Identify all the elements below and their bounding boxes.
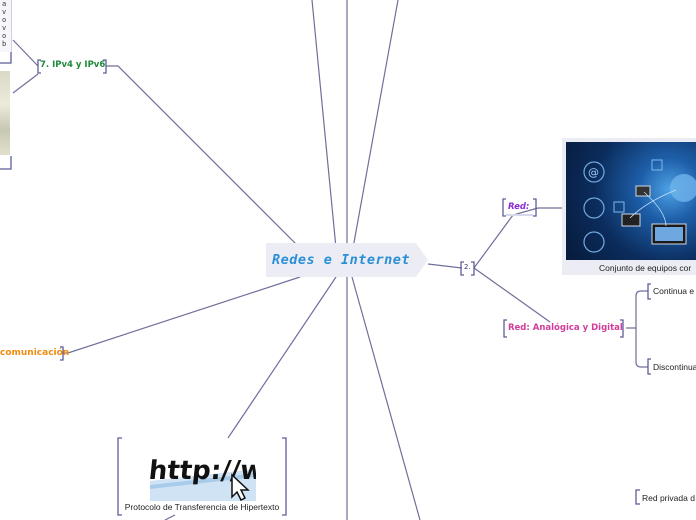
central-topic-shape xyxy=(266,243,428,277)
red-node[interactable]: Red: xyxy=(508,202,530,212)
http-caption: Protocolo de Transferencia de Hipertexto xyxy=(124,502,280,512)
http-image: http://www xyxy=(150,441,256,501)
network-illustration: @ xyxy=(583,159,696,253)
analog-digital-node[interactable]: Red: Analógica y Digital xyxy=(508,323,623,333)
svg-text:@: @ xyxy=(588,166,599,179)
http-illustration: http://www xyxy=(150,456,256,501)
http-image-card[interactable]: http://www Protocolo de Transferencia de… xyxy=(120,438,284,516)
ipv-node[interactable]: 7. IPv4 y IPv6 xyxy=(40,60,106,70)
discontinua-node[interactable]: Discontinua xyxy=(653,362,696,372)
left-edge-photo-image xyxy=(0,71,10,155)
central-topic[interactable]: Redes e Internet xyxy=(266,243,428,277)
red-image-caption: Conjunto de equipos cor xyxy=(599,263,692,273)
left-edge-text-image: a v o v o b xyxy=(0,0,12,52)
number-badge[interactable]: 2. xyxy=(464,263,471,271)
left-edge-letters: a v o v o b xyxy=(2,0,7,48)
continua-node[interactable]: Continua e xyxy=(653,286,695,296)
http-image-text: http://www xyxy=(150,456,256,486)
red-privada-node[interactable]: Red privada d xyxy=(642,493,695,503)
comunicacion-node[interactable]: comunicación xyxy=(0,348,70,358)
central-topic-label: Redes e Internet xyxy=(271,252,411,268)
red-image-card[interactable]: @ Conjunto de equipos cor xyxy=(562,138,696,275)
network-image: @ xyxy=(566,142,696,260)
